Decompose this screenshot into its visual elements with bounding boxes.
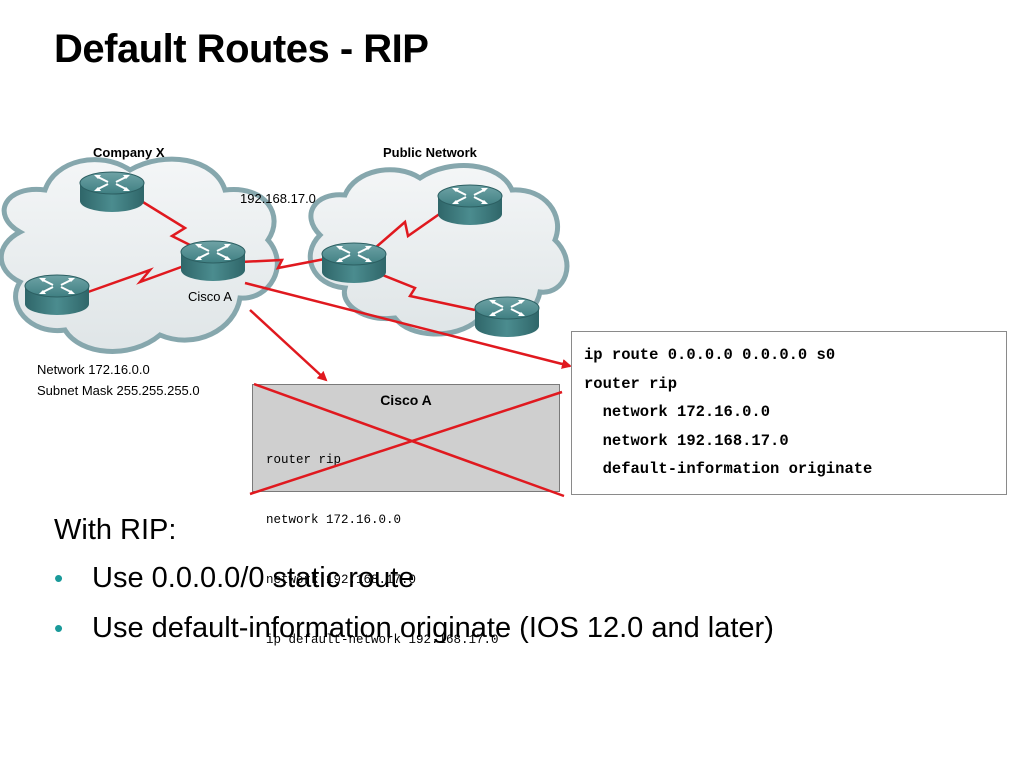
label-link-network: 192.168.17.0 (240, 191, 316, 206)
router-public-edge-icon (321, 242, 387, 284)
old-config-line: network 172.16.0.0 (266, 513, 402, 527)
new-config-box: ip route 0.0.0.0 0.0.0.0 s0 router rip n… (571, 331, 1007, 495)
slide-title: Default Routes - RIP (54, 27, 429, 71)
label-company-x: Company X (93, 145, 165, 160)
arrows (244, 281, 572, 382)
link-cisco-a-to-public (239, 256, 331, 270)
router-cisco-a-icon (180, 240, 246, 282)
red-links (87, 197, 476, 312)
body-heading: With RIP: (54, 514, 177, 546)
router-public-bottom-icon (474, 296, 540, 338)
link-public-edge-to-bottom-router (374, 270, 476, 312)
new-config-line: router rip (584, 374, 678, 393)
bullet-list: • Use 0.0.0.0/0 static route • Use default… (54, 560, 774, 646)
bullet-dot-icon: • (54, 613, 64, 643)
bullet-item: • Use default-information originate (IOS … (54, 610, 774, 646)
link-left-router-to-cisco-a (87, 260, 196, 294)
label-subnet-mask: Subnet Mask 255.255.255.0 (37, 383, 200, 398)
old-config-line: network 192.168.17.0 (266, 573, 417, 587)
arrow-to-new-config (244, 281, 572, 369)
link-top-router-to-cisco-a (137, 197, 201, 252)
label-network: Network 172.16.0.0 (37, 362, 150, 377)
link-public-edge-to-top-router (374, 206, 449, 249)
network-diagram: Company X Public Network 192.168.17.0 Ci… (0, 145, 572, 398)
body-text: With RIP: • Use 0.0.0.0/0 static route • U… (54, 512, 774, 660)
label-public-network: Public Network (383, 145, 478, 160)
router-top-icon (79, 171, 145, 213)
old-config-line: router rip (266, 453, 342, 467)
router-left-icon (24, 274, 90, 316)
bullet-text: Use default-information originate (IOS 1… (92, 612, 774, 644)
arrow-to-old-config (249, 309, 328, 382)
new-config-line: ip route 0.0.0.0 0.0.0.0 s0 (584, 346, 836, 364)
new-config-line: network 172.16.0.0 (584, 403, 771, 422)
label-cisco-a: Cisco A (188, 289, 232, 304)
bullet-text: Use 0.0.0.0/0 static route (92, 562, 415, 594)
old-config-line: ip default-network 192.168.17.0 (266, 633, 499, 647)
old-config-box: Cisco A router rip network 172.16.0.0 ne… (252, 384, 560, 647)
router-public-top-icon (437, 184, 503, 226)
old-config-title: Cisco A (380, 392, 432, 408)
bullet-dot-icon: • (54, 563, 64, 593)
new-config-line: default-information originate (584, 460, 873, 479)
new-config-line: network 192.168.17.0 (584, 431, 789, 450)
bullet-item: • Use 0.0.0.0/0 static route (54, 560, 774, 596)
